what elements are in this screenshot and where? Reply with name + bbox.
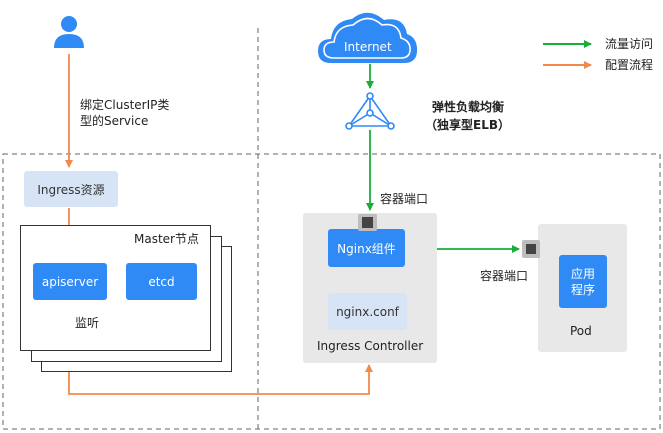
bind-service-label-line2: 型的Service [80, 114, 149, 128]
ingress-controller-panel: Nginx组件 nginx.conf Ingress Controller [303, 213, 437, 363]
bind-service-label-line1: 绑定ClusterIP类 [80, 98, 170, 112]
master-node-box: Master节点 apiserver etcd 监听 [20, 225, 211, 351]
elb-icon [345, 92, 395, 130]
elb-label-line1: 弹性负载均衡 [432, 100, 505, 114]
pod-container-port [522, 240, 540, 258]
port-icon [526, 244, 536, 254]
legend-config-label: 配置流程 [605, 58, 654, 72]
nginx-component-box: Nginx组件 [328, 229, 405, 267]
legend-traffic-label: 流量访问 [605, 37, 654, 51]
nginx-conf-box: nginx.conf [328, 293, 407, 330]
ingress-container-port [358, 214, 377, 231]
pod-panel: 应用 程序 Pod [538, 224, 627, 352]
ingress-resource-box: Ingress资源 [24, 171, 118, 207]
ingress-container-port-label: 容器端口 [380, 192, 429, 206]
cloud-icon [318, 12, 418, 63]
ingress-controller-title: Ingress Controller [317, 339, 424, 353]
elb-label-line2: （独享型ELB） [425, 118, 510, 132]
application-label-line2: 程序 [570, 282, 595, 297]
internet-label: Internet [344, 40, 392, 54]
watch-label: 监听 [75, 316, 100, 330]
application-box: 应用 程序 [559, 255, 607, 308]
cluster-boundary [2, 153, 661, 430]
master-node-label: Master节点 [134, 232, 199, 246]
apiserver-box: apiserver [33, 263, 107, 300]
user-icon [54, 16, 84, 48]
application-label-line1: 应用 [570, 266, 595, 281]
pod-title: Pod [570, 324, 592, 338]
etcd-box: etcd [126, 263, 197, 300]
pod-container-port-label: 容器端口 [480, 269, 529, 283]
port-icon [362, 217, 373, 228]
